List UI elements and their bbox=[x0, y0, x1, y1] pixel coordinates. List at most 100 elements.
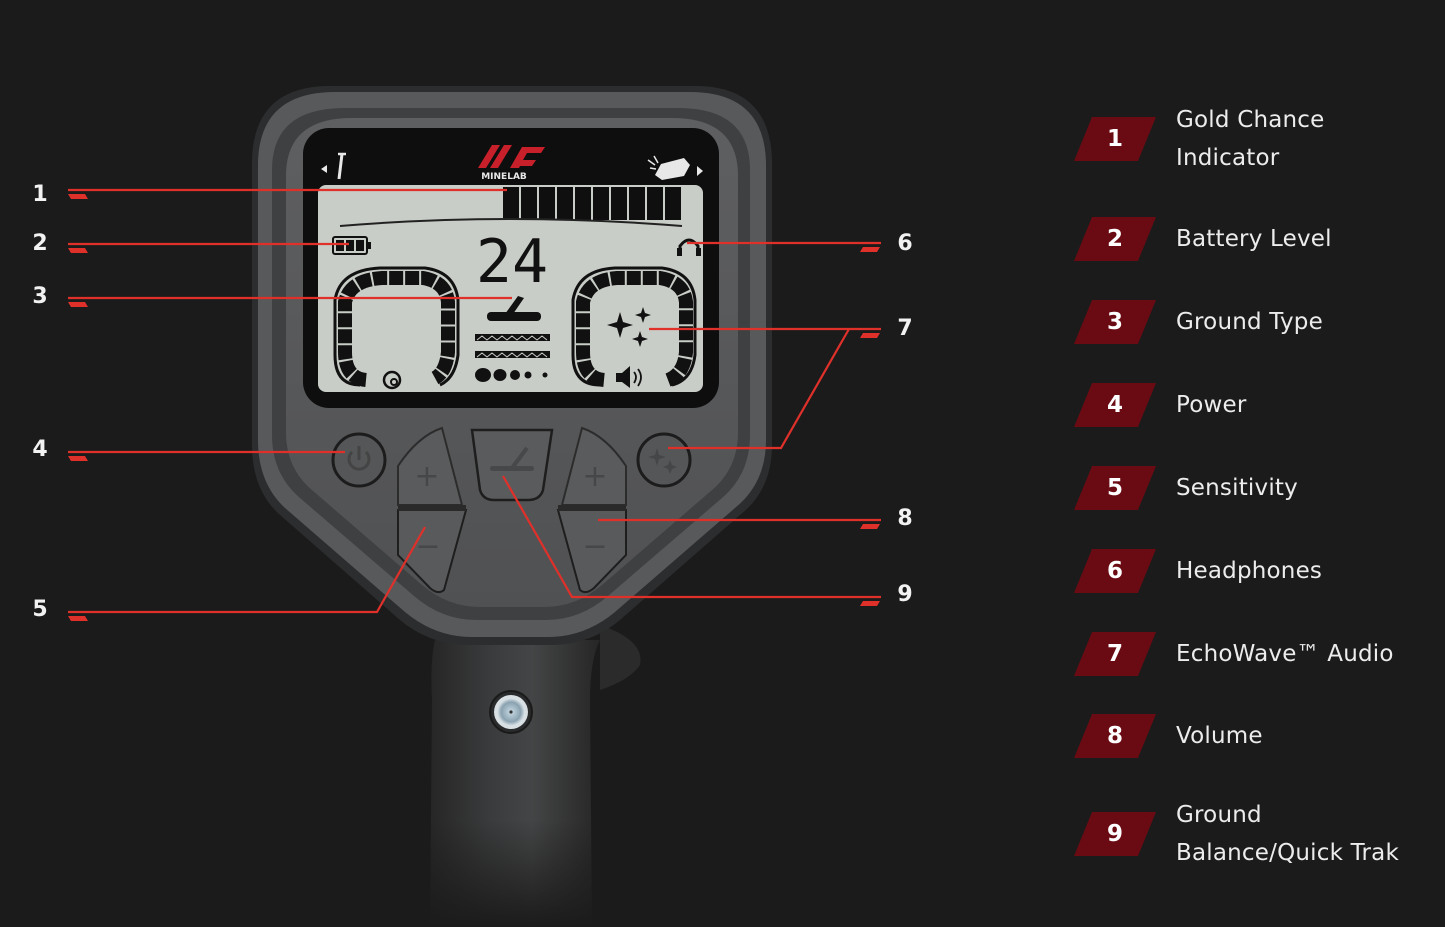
gold-chance-indicator bbox=[503, 187, 681, 220]
legend-label: Volume bbox=[1176, 723, 1263, 749]
sensitivity-gauge bbox=[333, 266, 460, 390]
legend-label: Headphones bbox=[1176, 558, 1323, 584]
callout-number-8: 8 bbox=[897, 506, 913, 531]
legend-badge: 7 bbox=[1074, 632, 1156, 676]
ground-balance-icon bbox=[490, 446, 534, 471]
legend-badge-number: 8 bbox=[1106, 723, 1123, 749]
right-arrow-icon bbox=[697, 166, 703, 176]
callout-number-4: 4 bbox=[32, 437, 48, 462]
gold-chance-segment bbox=[665, 187, 681, 220]
battery-icon bbox=[332, 236, 371, 255]
legend-item-ground-type: 3 Ground Type bbox=[1074, 300, 1445, 344]
legend-badge: 6 bbox=[1074, 549, 1156, 593]
legend-badge: 5 bbox=[1074, 466, 1156, 510]
speaker-icon bbox=[616, 366, 642, 388]
echowave-gauge bbox=[571, 266, 697, 388]
minus-icon: − bbox=[415, 529, 440, 564]
sparkles-icon bbox=[648, 448, 677, 474]
callout-line-7b bbox=[668, 328, 850, 450]
legend-badge-number: 2 bbox=[1106, 226, 1123, 252]
legend-badge: 8 bbox=[1074, 714, 1156, 758]
gold-chance-segment bbox=[593, 187, 609, 220]
callout-line-5 bbox=[68, 526, 426, 614]
legend-badge-number: 5 bbox=[1106, 475, 1123, 501]
volume-plus-button[interactable]: + bbox=[560, 426, 627, 506]
gold-chance-segment bbox=[503, 187, 519, 220]
legend-badge-number: 3 bbox=[1106, 309, 1123, 335]
button-panel: + − + − bbox=[331, 426, 692, 594]
legend-item-echowave-audio: 7 EchoWave™ Audio bbox=[1074, 632, 1445, 676]
plus-icon: + bbox=[414, 459, 439, 494]
callout-number-6: 6 bbox=[897, 231, 913, 256]
power-button[interactable] bbox=[331, 432, 387, 488]
callout-number-2: 2 bbox=[32, 231, 48, 256]
gold-chance-segment bbox=[629, 187, 645, 220]
legend-item-gold-chance: 1 Gold Chance Indicator bbox=[1074, 101, 1445, 177]
legend-item-battery-level: 2 Battery Level bbox=[1074, 217, 1445, 261]
lcd-screen: MINELAB 24 bbox=[303, 128, 719, 408]
legend-badge-number: 4 bbox=[1106, 392, 1123, 418]
power-icon bbox=[347, 446, 371, 471]
callout-number-7: 7 bbox=[897, 316, 913, 341]
plus-icon: + bbox=[582, 459, 607, 494]
callout-number-9: 9 bbox=[897, 582, 913, 607]
left-arrow-icon bbox=[321, 165, 327, 173]
gold-chance-segment bbox=[647, 187, 663, 220]
legend-label: Battery Level bbox=[1176, 226, 1332, 252]
callout-lines bbox=[68, 188, 881, 614]
legend-item-headphones: 6 Headphones bbox=[1074, 549, 1445, 593]
legend-item-power: 4 Power bbox=[1074, 383, 1445, 427]
legend: 1 Gold Chance Indicator 2 Battery Level … bbox=[1074, 0, 1445, 927]
gold-chance-segment bbox=[521, 187, 537, 220]
battery-bar bbox=[346, 240, 354, 251]
sparkles-icon bbox=[607, 307, 651, 347]
legend-label: Ground Balance/Quick Trak bbox=[1176, 802, 1399, 866]
sensitivity-dial-icon bbox=[382, 370, 402, 390]
callout-ticks bbox=[68, 194, 880, 621]
legend-badge: 1 bbox=[1074, 117, 1156, 161]
ground-balance-button[interactable] bbox=[470, 428, 554, 502]
sensitivity-plus-button[interactable]: + bbox=[397, 426, 464, 506]
legend-item-volume: 8 Volume bbox=[1074, 714, 1445, 758]
legend-label: EchoWave™ Audio bbox=[1176, 641, 1394, 667]
screw-icon bbox=[489, 690, 533, 734]
volume-minus-button[interactable]: − bbox=[556, 505, 627, 594]
minelab-logo: MINELAB bbox=[478, 145, 545, 182]
gold-chance-segment bbox=[557, 187, 573, 220]
callout-number-5: 5 bbox=[32, 597, 48, 622]
legend-badge-number: 6 bbox=[1106, 558, 1123, 584]
battery-bar bbox=[356, 240, 364, 251]
legend-label: Ground Type bbox=[1176, 309, 1323, 335]
callout-line-9 bbox=[502, 475, 881, 599]
nail-icon bbox=[337, 152, 346, 180]
echowave-button[interactable] bbox=[636, 432, 692, 488]
legend-label: Gold Chance Indicator bbox=[1176, 107, 1325, 171]
minus-icon: − bbox=[582, 529, 607, 564]
callout-number-1: 1 bbox=[32, 182, 48, 207]
ground-type-icon bbox=[487, 296, 541, 321]
legend-badge: 4 bbox=[1074, 383, 1156, 427]
legend-badge: 2 bbox=[1074, 217, 1156, 261]
legend-badge: 3 bbox=[1074, 300, 1156, 344]
gold-chance-segment bbox=[611, 187, 627, 220]
legend-badge-number: 7 bbox=[1106, 641, 1123, 667]
gold-bar-icon bbox=[647, 155, 690, 180]
legend-item-ground-balance: 9 Ground Balance/Quick Trak bbox=[1074, 796, 1445, 872]
gold-chance-segment bbox=[539, 187, 555, 220]
ground-strata bbox=[475, 334, 550, 382]
legend-label: Sensitivity bbox=[1176, 475, 1298, 501]
depth-readout: 24 bbox=[476, 227, 548, 297]
legend-badge: 9 bbox=[1074, 812, 1156, 856]
sensitivity-minus-button[interactable]: − bbox=[397, 505, 468, 594]
handle bbox=[420, 625, 641, 927]
legend-label: Power bbox=[1176, 392, 1247, 418]
legend-badge-number: 1 bbox=[1106, 126, 1123, 152]
legend-item-sensitivity: 5 Sensitivity bbox=[1074, 466, 1445, 510]
legend-badge-number: 9 bbox=[1106, 821, 1123, 847]
headphones-icon bbox=[677, 238, 701, 256]
battery-bar bbox=[336, 240, 344, 251]
brand-label: MINELAB bbox=[481, 172, 527, 182]
gold-chance-segment bbox=[575, 187, 591, 220]
